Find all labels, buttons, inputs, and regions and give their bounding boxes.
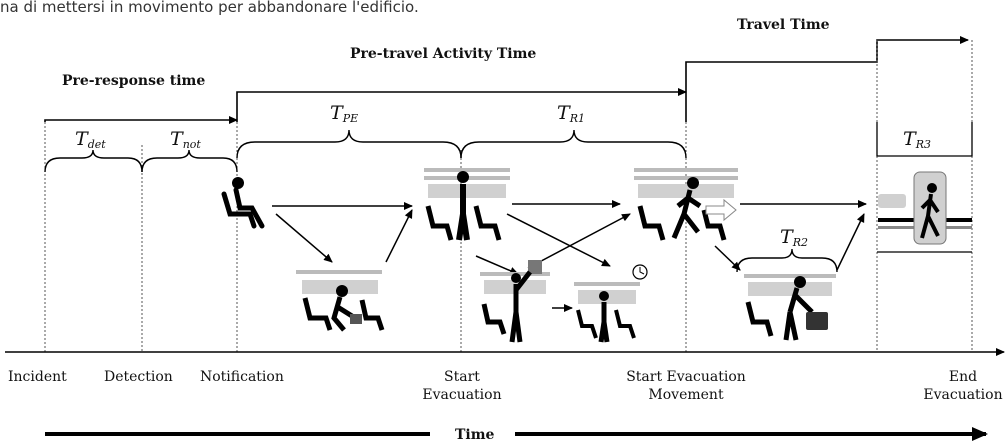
t-r3-label: TR3 bbox=[903, 128, 931, 151]
picking-suitcase-scene-icon bbox=[744, 274, 836, 341]
standing-person-scene-icon bbox=[424, 168, 510, 241]
brace-t-not bbox=[141, 149, 238, 173]
milestone-end-evacuation: End Evacuation bbox=[923, 369, 1003, 404]
t-not-label: Tnot bbox=[170, 128, 201, 151]
milestone-detection: Detection bbox=[104, 369, 173, 385]
brace-t-r1 bbox=[460, 129, 687, 159]
reaching-bag-scene-icon bbox=[296, 270, 385, 332]
seated-person-icon bbox=[221, 177, 265, 229]
brace-t-det bbox=[44, 149, 143, 173]
running-person-scene-icon bbox=[634, 168, 738, 241]
milestone-lines bbox=[44, 40, 973, 352]
brace-t-r2 bbox=[736, 248, 838, 273]
travel-bar bbox=[685, 36, 969, 122]
t-r1-label: TR1 bbox=[557, 102, 585, 125]
time-axis-label: Time bbox=[455, 427, 495, 443]
milestone-incident: Incident bbox=[8, 369, 67, 385]
milestone-notification: Notification bbox=[200, 369, 284, 385]
flow-arrows bbox=[272, 200, 867, 312]
pre-response-bar bbox=[44, 116, 238, 124]
pre-response-label: Pre-response time bbox=[62, 73, 206, 89]
brace-t-pe bbox=[236, 129, 462, 159]
walking-person-door-icon bbox=[878, 171, 972, 245]
caption-text: na di mettersi in movimento per abbandon… bbox=[0, 0, 419, 16]
travel-time-label: Travel Time bbox=[737, 17, 830, 33]
waiting-clock-scene-icon bbox=[574, 264, 648, 343]
lifting-luggage-scene-icon bbox=[480, 260, 550, 343]
travel-region-box bbox=[876, 122, 973, 253]
t-det-label: Tdet bbox=[75, 128, 106, 151]
interval-braces bbox=[44, 129, 838, 273]
milestone-start-movement: Start Evacuation Movement bbox=[626, 369, 746, 404]
milestone-start-evacuation: Start Evacuation bbox=[422, 369, 502, 404]
pre-travel-bar bbox=[236, 88, 687, 122]
pre-travel-label: Pre-travel Activity Time bbox=[350, 46, 537, 62]
t-pe-label: TPE bbox=[330, 102, 359, 125]
t-r2-label: TR2 bbox=[780, 226, 808, 249]
